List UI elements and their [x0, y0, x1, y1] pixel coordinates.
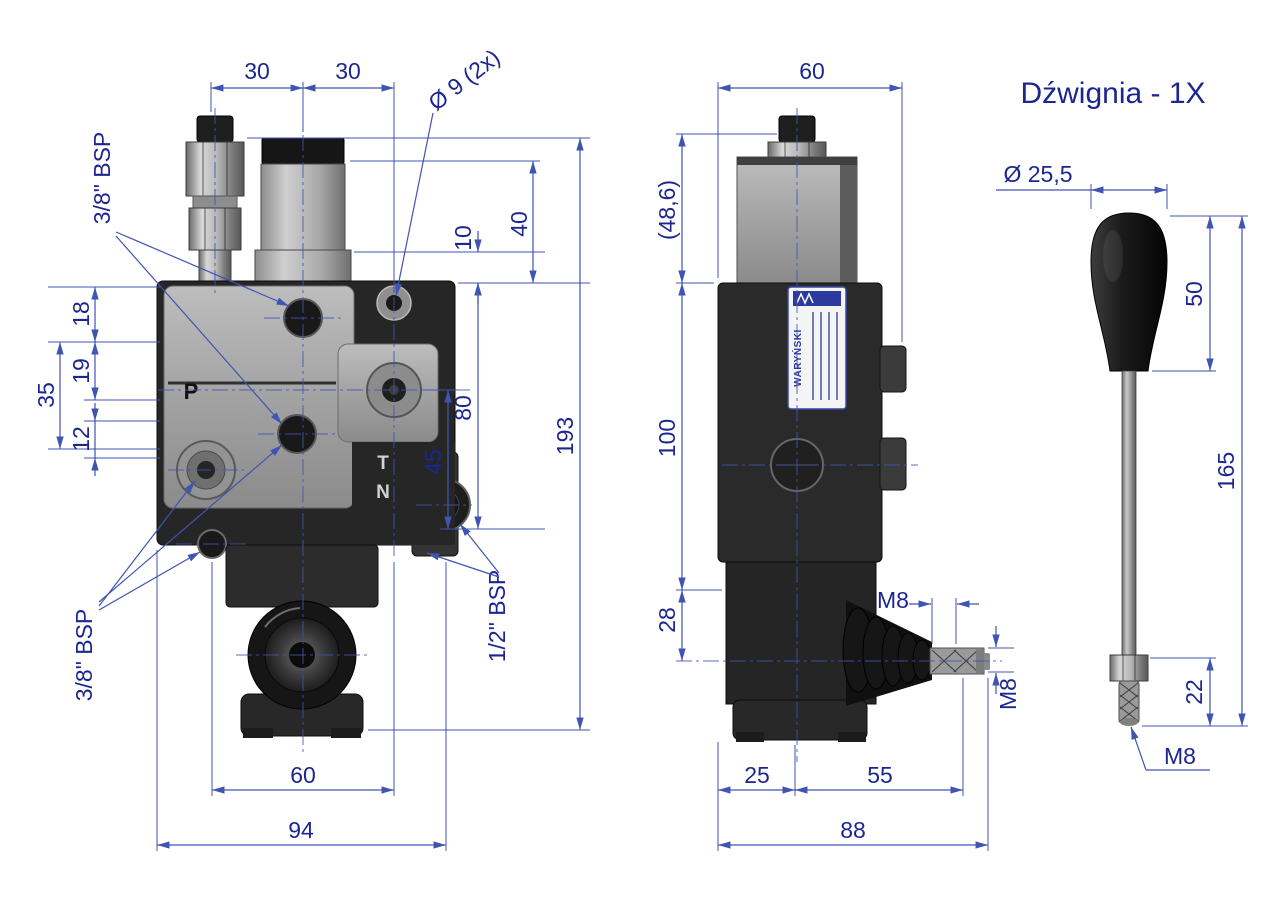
port-letter-n: N: [376, 482, 390, 503]
front-lower-dark-panel: [352, 442, 455, 545]
side-centerlines: [676, 108, 1002, 762]
lever-title: Dźwignia - 1X: [1020, 77, 1205, 110]
side-bottom-flange: [732, 699, 868, 741]
front-dim-10: 10: [450, 225, 476, 251]
front-view: P T N: [156, 108, 472, 756]
brand-logo-w: [796, 292, 814, 305]
side-top-block-edge: [840, 157, 857, 283]
side-dim-28: 28: [654, 607, 680, 633]
lever-knob: [1090, 212, 1168, 372]
front-dim-19: 19: [68, 358, 94, 384]
product-label: WARYŃSKI: [787, 286, 847, 410]
front-dim-18: 18: [68, 301, 94, 327]
side-dim-m8-right: M8: [995, 678, 1021, 710]
side-foot-right: [838, 732, 866, 742]
front-label-bsp-half: 1/2" BSP: [484, 570, 510, 663]
side-dim-60: 60: [799, 58, 825, 84]
lever-dim-m8: M8: [1164, 743, 1196, 769]
front-label-bsp-top: 3/8" BSP: [89, 132, 115, 225]
front-dim-12: 12: [68, 426, 94, 452]
front-dim-30-left: 30: [244, 58, 270, 84]
front-label-dia9: Ø 9 (2x): [423, 44, 504, 116]
front-foot-left: [243, 728, 273, 738]
side-view: WARYŃSKI: [676, 108, 1002, 762]
lever-rod: [1121, 370, 1137, 660]
port-letter-p: P: [184, 379, 199, 404]
side-dim-88: 88: [840, 817, 866, 843]
front-dim-60: 60: [290, 762, 316, 788]
lever-dim-dia: Ø 25,5: [1003, 161, 1072, 187]
front-lower-neck: [225, 544, 379, 608]
lever-nut: [1109, 654, 1149, 682]
lever-dim-165: 165: [1213, 452, 1239, 490]
front-foot-right: [331, 728, 361, 738]
lever-boot: [842, 600, 932, 706]
lever-dimensions: Ø 25,5 50 165 22 M8: [996, 161, 1248, 771]
lever-thread: [1118, 680, 1140, 726]
side-dim-48-6: (48,6): [654, 180, 680, 240]
front-dim-40: 40: [506, 211, 532, 237]
front-dim-94: 94: [288, 817, 314, 843]
side-tab-lower: [879, 437, 907, 491]
side-tab-upper: [879, 345, 907, 393]
front-dim-193: 193: [552, 417, 578, 455]
front-label-bsp-bottom: 3/8" BSP: [71, 609, 97, 702]
front-dim-45: 45: [420, 449, 446, 475]
side-dim-25: 25: [744, 762, 770, 788]
side-dim-55: 55: [867, 762, 893, 788]
lever-view: Dźwignia - 1X Ø 25,5: [996, 77, 1248, 771]
front-dim-80: 80: [450, 395, 476, 421]
side-top-block-lip: [737, 157, 857, 165]
side-dim-100: 100: [654, 419, 680, 457]
side-view-dimensions: 60 (48,6) 100 28 M8 M8 25 55 88: [654, 58, 1021, 851]
front-centerlines: [158, 108, 472, 756]
lever-dim-22: 22: [1181, 679, 1207, 705]
port-letter-t: T: [377, 453, 389, 474]
front-dim-30-right: 30: [335, 58, 361, 84]
side-dim-m8-top: M8: [877, 587, 909, 613]
lever-dim-50: 50: [1181, 281, 1207, 307]
side-foot-left: [736, 732, 764, 742]
front-dim-35: 35: [33, 382, 59, 408]
